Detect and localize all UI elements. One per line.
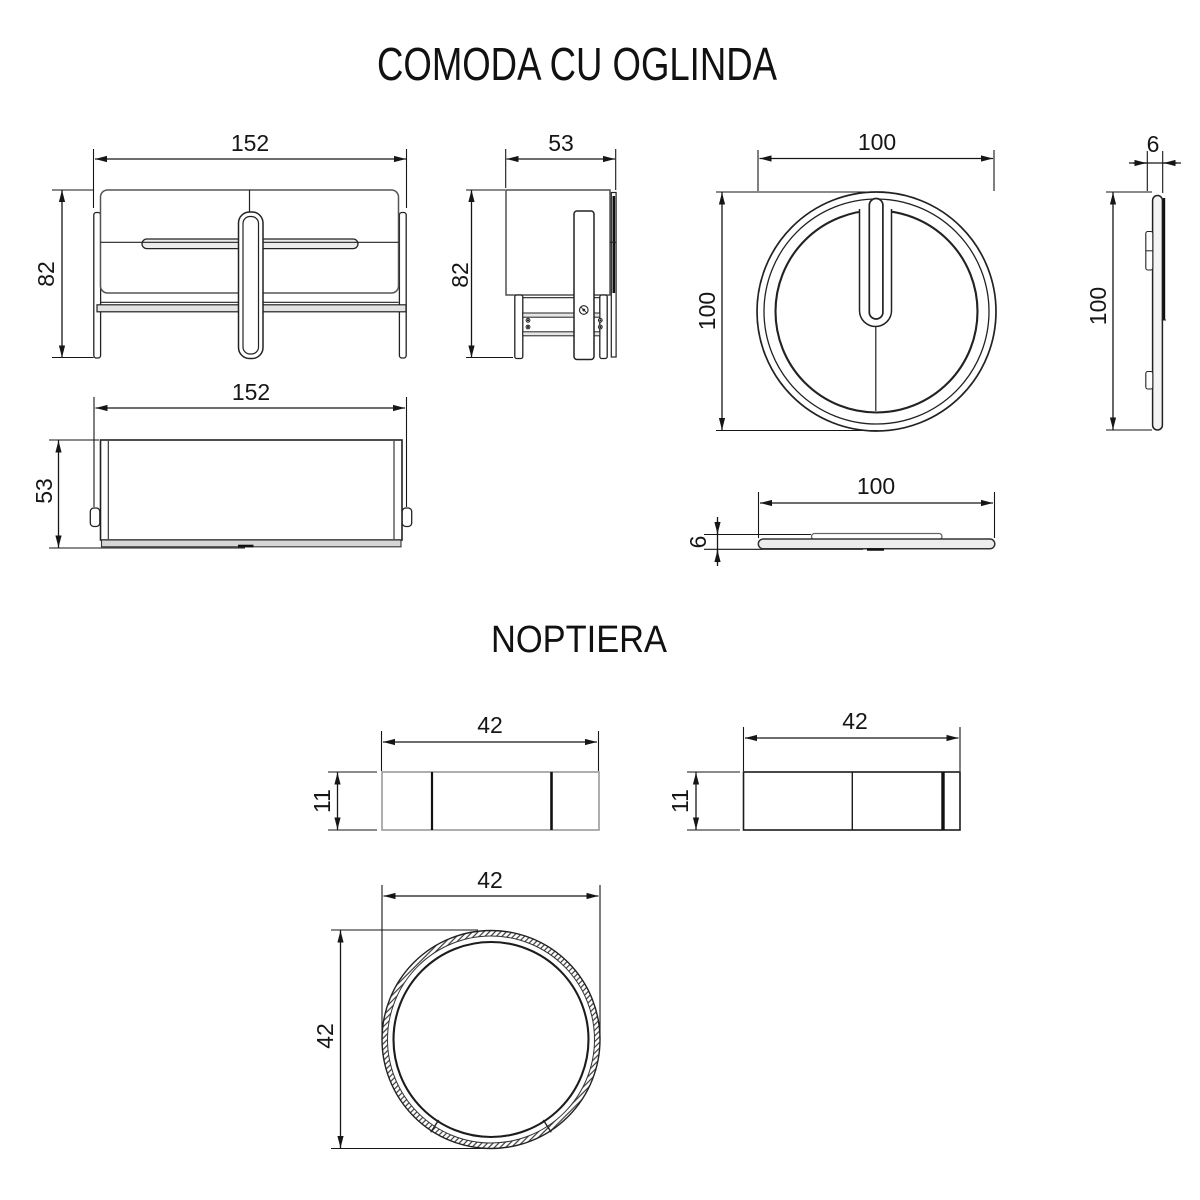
dim-noptiera-side-height: 11: [667, 771, 740, 831]
dim-label: 53: [31, 478, 57, 504]
dim-label: 100: [857, 473, 895, 499]
dim-noptiera-side-width: 42: [742, 708, 961, 771]
dim-label: 100: [694, 292, 720, 330]
dim-label: 42: [312, 1023, 338, 1049]
mirror-bracket-lower: [1145, 370, 1154, 390]
dim-label: 82: [33, 261, 59, 287]
dim-comoda-front-width: 152: [92, 130, 408, 208]
dim-label: 82: [447, 262, 473, 288]
noptiera-top-circle: [392, 940, 590, 1139]
comoda-front-view: 152 82: [33, 130, 408, 360]
side-center-leg-panel: [573, 210, 595, 361]
noptiera-front-body: [381, 771, 600, 831]
dim-label: 152: [231, 130, 269, 156]
top-leg-tab-left: [89, 507, 101, 528]
top-leg-tab-right: [401, 507, 413, 528]
dim-noptiera-front-height: 11: [309, 771, 377, 831]
dim-noptiera-top-width: 42: [381, 867, 601, 1040]
mirror-top-slab: [757, 538, 996, 550]
side-front-leg: [514, 294, 524, 360]
noptiera-front-view: 42 11: [309, 712, 600, 831]
front-center-leg: [237, 211, 264, 360]
mirror-side-slab: [1151, 194, 1164, 431]
front-leg-right: [398, 211, 407, 359]
dim-comoda-top-depth: 53: [31, 439, 245, 549]
dim-label: 11: [309, 789, 335, 813]
dim-comoda-top-width: 152: [93, 379, 408, 507]
noptiera-side-view: 42 11: [667, 708, 961, 831]
side-panel-screw: [578, 305, 589, 315]
side-rail-lower: [522, 331, 601, 337]
side-rail-upper: [522, 312, 601, 318]
dim-mirror-front-width: 100: [757, 129, 995, 191]
mirror-side-view: 6 100: [1085, 131, 1181, 431]
dim-mirror-front-height: 100: [694, 191, 877, 432]
side-screws: [525, 317, 603, 330]
dim-mirror-top-width: 100: [757, 473, 996, 538]
dim-label: 42: [842, 708, 868, 734]
dim-noptiera-top-depth: 42: [312, 929, 492, 1150]
dim-comoda-side-height: 82: [447, 189, 513, 359]
comoda-side-view: 53 82: [447, 130, 617, 361]
dim-label: 42: [477, 712, 503, 738]
dim-comoda-side-depth: 53: [505, 130, 617, 190]
section-title-comoda: COMODA CU OGLINDA: [377, 38, 777, 90]
dim-label: 42: [477, 867, 503, 893]
dim-label: 100: [1085, 287, 1111, 325]
dim-label: 11: [667, 789, 693, 813]
top-carcass: [99, 439, 403, 541]
noptiera-seam-mark-right: [542, 1119, 552, 1133]
dim-noptiera-front-width: 42: [380, 712, 600, 771]
mirror-slot-outer: [858, 209, 893, 328]
dim-label: 53: [548, 130, 574, 156]
comoda-top-view: 152 53: [31, 379, 413, 549]
mirror-frame-outer: [756, 191, 997, 432]
dim-label: 152: [232, 379, 270, 405]
dim-mirror-side-thickness: 6: [1129, 131, 1181, 193]
dim-label: 6: [1147, 131, 1160, 157]
section-title-noptiera: NOPTIERA: [491, 619, 668, 661]
mirror-top-view: 100 6: [685, 473, 996, 566]
mirror-front-view: 100 100: [694, 129, 997, 432]
mirror-slot: [868, 197, 884, 320]
noptiera-top-view: 42 42: [312, 867, 601, 1150]
dim-comoda-front-height: 82: [33, 189, 94, 359]
dim-mirror-side-height: 100: [1085, 191, 1152, 431]
noptiera-seam-mark-left: [430, 1119, 440, 1133]
dim-label: 100: [858, 129, 896, 155]
front-leg-left: [93, 211, 102, 359]
dim-label: 6: [685, 536, 711, 549]
